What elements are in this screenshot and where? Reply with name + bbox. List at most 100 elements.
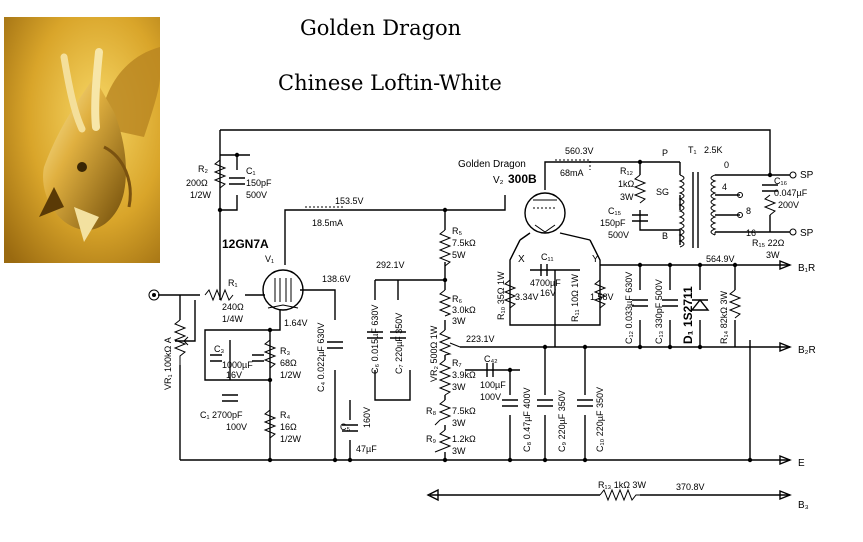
c42-ref: C₄₂ — [484, 354, 498, 364]
c3-capacitor — [210, 354, 222, 362]
r14-label: R₁₄ 82kΩ 3W — [719, 291, 729, 344]
b1r-label: B₁R — [798, 263, 815, 274]
c1b-ref: C₁ — [200, 410, 210, 420]
v2-tube — [524, 192, 566, 234]
tap-16: 16 — [746, 228, 756, 238]
c3-value: 1000µF — [222, 360, 253, 370]
ma18-label: 18.5mA — [312, 218, 343, 228]
v564-label: 564.9V — [706, 254, 735, 264]
c15-ref: C₁₅ — [608, 206, 622, 216]
t1-transformer — [678, 172, 717, 248]
r7-watt: 3W — [452, 382, 466, 392]
c16-ref: C₁₆ — [774, 176, 788, 186]
node-x: X — [518, 254, 525, 265]
c6-label: C₆ 0.015µF 630V — [370, 305, 380, 374]
r7-ref: R₇ — [452, 358, 462, 368]
r7-value: 3.9kΩ — [452, 370, 476, 380]
r3-ref: R₃ — [280, 346, 290, 356]
sp-top-label: SP — [800, 170, 814, 181]
c42-volt: 100V — [480, 392, 501, 402]
v560-label: 560.3V — [565, 146, 594, 156]
r5-resistor — [438, 229, 452, 267]
c1b-volt: 100V — [226, 422, 247, 432]
b2r-label: B₂R — [798, 345, 816, 356]
c3-ref: C₃ — [214, 344, 224, 354]
d1-label: D₁ 1S2711 — [681, 286, 695, 344]
c15-value: 150pF — [600, 218, 626, 228]
r2-resistor — [213, 159, 227, 189]
v2-type: 300B — [508, 172, 537, 186]
sp-top-terminal — [789, 171, 797, 179]
labels: R₂ 200Ω 1/2W C₁ 150pF 500V 153.5V 18.5mA… — [163, 145, 816, 511]
c11-capacitor — [540, 264, 548, 276]
c1-ref: C₁ — [246, 166, 256, 176]
r3-value: 68Ω — [280, 358, 297, 368]
v1-type: 12GN7A — [222, 237, 269, 251]
c1b-value: 2700pF — [212, 410, 243, 420]
c4-capacitor — [327, 341, 343, 349]
node-y: Y — [592, 254, 599, 265]
c1b-capacitor — [222, 394, 238, 402]
r12-value: 1kΩ — [618, 179, 635, 189]
r11-label: R₁₁ 10Ω 1W — [570, 274, 580, 322]
c15-capacitor — [632, 214, 648, 222]
r2-ref: R₂ — [198, 164, 208, 174]
r15-watt: 3W — [766, 250, 780, 260]
wires — [158, 129, 790, 496]
c10-capacitor — [577, 399, 593, 407]
c5-volt: 160V — [362, 407, 372, 428]
r5-value: 7.5kΩ — [452, 238, 476, 248]
t1-ref: T₁ — [688, 145, 697, 155]
r9-watt: 3W — [452, 446, 466, 456]
r4-watt: 1/2W — [280, 434, 302, 444]
r15-resistor — [763, 194, 777, 216]
c42-value: 100µF — [480, 380, 506, 390]
v153-label: 153.5V — [335, 196, 364, 206]
c5-value: 47µF — [356, 444, 377, 454]
r5-watt: 5W — [452, 250, 466, 260]
input-jack — [148, 289, 160, 301]
r8-resistor — [434, 399, 452, 426]
r9-value: 1.2kΩ — [452, 434, 476, 444]
tap-8: 8 — [746, 206, 751, 216]
vr1-label: VR₁ 100kΩ A — [163, 337, 173, 390]
r14-resistor — [728, 289, 742, 319]
r15-label: R₁₅ 22Ω — [752, 238, 785, 248]
r9-ref: R₉ — [426, 434, 436, 444]
tap-p: P — [662, 148, 668, 158]
c42-capacitor — [486, 363, 494, 377]
r1-watt: 1/4W — [222, 314, 244, 324]
r12-ref: R₁₂ — [620, 166, 634, 176]
r1-value: 240Ω — [222, 302, 244, 312]
r3-resistor — [263, 339, 277, 369]
components — [148, 152, 797, 502]
v138-label: 138.6V — [322, 274, 351, 284]
v1-ref: V₁ — [265, 254, 274, 264]
r10-resistor — [503, 279, 517, 309]
c1-volt: 500V — [246, 190, 267, 200]
c10-label: C₁₀ 220µF 350V — [595, 387, 605, 452]
r6-resistor — [438, 289, 452, 317]
v158-label: 1.58V — [590, 292, 614, 302]
dragon-photo-art — [4, 17, 160, 263]
r6-ref: R₆ — [452, 294, 462, 304]
c8-label: C₈ 0.47µF 400V — [522, 388, 532, 452]
c1-capacitor — [229, 177, 245, 185]
r5-ref: R₅ — [452, 226, 462, 236]
c13-capacitor — [662, 299, 678, 307]
r2-watt: 1/2W — [190, 190, 212, 200]
sp-bottom-terminal — [789, 228, 797, 236]
v1-tube — [262, 269, 304, 311]
c7-capacitor — [390, 331, 406, 339]
r11-resistor — [593, 279, 607, 309]
tap-sg: SG — [656, 187, 669, 197]
b3-arrow — [426, 488, 439, 502]
v223-label: 223.1V — [466, 334, 495, 344]
r9-resistor — [434, 429, 452, 453]
d1-diode — [690, 298, 710, 311]
r1-ref: R₁ — [228, 278, 238, 288]
r13-label: R₁₃ 1kΩ 3W — [598, 480, 646, 490]
r7-resistor — [438, 359, 452, 396]
